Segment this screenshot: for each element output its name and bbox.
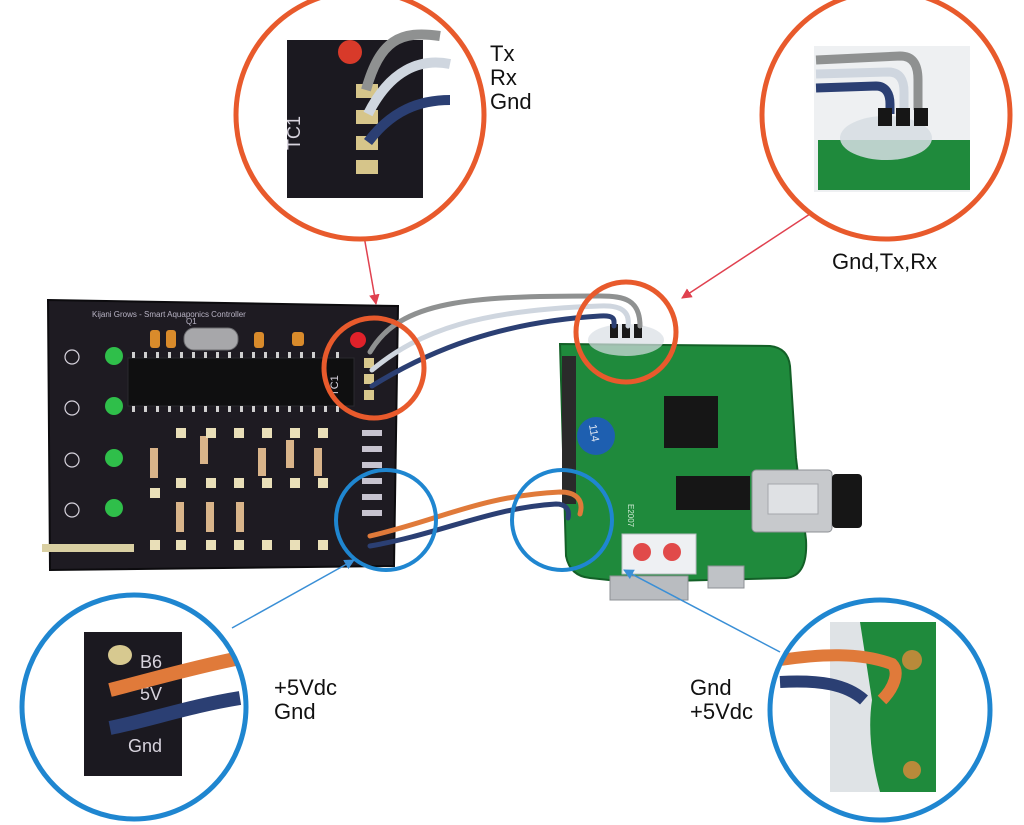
callout-ring-controller-power <box>334 468 438 572</box>
label-tx: Tx <box>490 41 515 66</box>
wifi-flash-chip <box>676 476 750 510</box>
zoom-pin-5v: 5V <box>140 684 162 704</box>
bottom-right-callout-label: Gnd +5Vdc <box>690 676 753 724</box>
label-gnd-tx-rx: Gnd,Tx,Rx <box>832 249 938 274</box>
wifi-board-connector <box>562 356 576 504</box>
top-left-callout-label: Tx Rx Gnd <box>490 42 532 114</box>
wire-white <box>369 303 631 373</box>
label-gnd: Gnd <box>490 89 532 114</box>
zoom-callout-wifi-power <box>767 597 993 823</box>
arrow-bottom-right <box>623 569 781 653</box>
zoom-callout-controller-power: B6 5V Gnd <box>19 592 249 822</box>
pin-header <box>42 544 134 552</box>
crystal-oscillator <box>183 327 239 351</box>
zoom-callout-wifi-uart <box>759 0 1013 242</box>
label-5vdc-right: +5Vdc <box>690 699 753 724</box>
zoom-pin-gnd: Gnd <box>128 736 162 756</box>
zoom-tc1-label: TC1 <box>284 116 304 150</box>
label-5vdc: +5Vdc <box>274 675 337 700</box>
callout-ring-controller-uart <box>321 315 427 421</box>
zoom-pin-b6: B6 <box>140 652 162 672</box>
microcontroller-chip <box>127 357 355 407</box>
bottom-left-callout-label: +5Vdc Gnd <box>274 676 337 724</box>
red-led <box>350 332 366 348</box>
label-rx: Rx <box>490 65 517 90</box>
resistor-array <box>150 436 322 532</box>
micro-usb-port <box>707 565 745 589</box>
wifi-board-text: E2007 <box>626 504 635 528</box>
wifi-soc-chip <box>664 396 718 448</box>
q1-label: Q1 <box>186 317 197 326</box>
board-silkscreen-title: Kijani Grows - Smart Aquaponics Controll… <box>92 310 246 319</box>
arrow-top-left <box>363 235 380 306</box>
callout-ring-wifi-uart <box>573 279 679 385</box>
power-wires <box>367 489 584 549</box>
wifi-blue-badge <box>577 417 615 455</box>
label-gnd-right: Gnd <box>690 675 732 700</box>
callout-ring-wifi-power <box>510 468 614 572</box>
wire-orange <box>367 489 584 539</box>
top-right-callout-label: Gnd,Tx,Rx <box>832 250 937 274</box>
arrow-top-right <box>681 209 817 299</box>
zoom-callout-controller-uart: TC1 <box>233 0 487 242</box>
wifi-board: 114 E2007 <box>558 324 862 601</box>
wifi-sticker <box>621 533 697 575</box>
controller-board: Kijani Grows - Smart Aquaponics Controll… <box>42 298 400 572</box>
arrow-bottom-left <box>231 559 355 629</box>
green-leds <box>105 347 123 517</box>
wire-navy <box>369 313 617 389</box>
label-gnd-left: Gnd <box>274 699 316 724</box>
wifi-badge-text: 114 <box>586 423 601 442</box>
wire-navy-power <box>367 501 571 549</box>
